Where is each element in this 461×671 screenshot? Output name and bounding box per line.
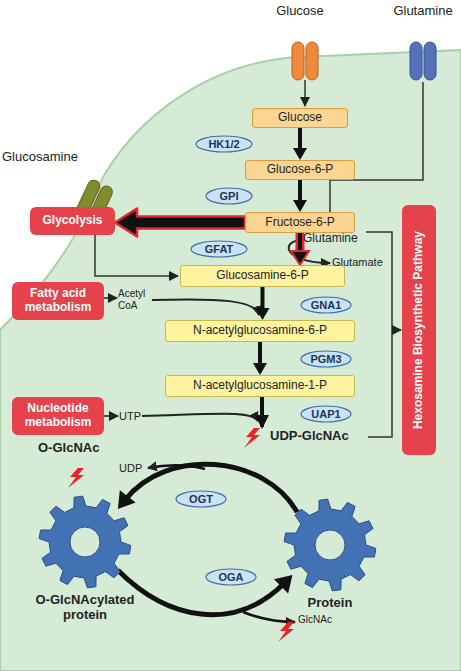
pathway-box: Hexosamine Biosynthetic Pathway bbox=[402, 205, 436, 455]
node-text: Fructose-6-P bbox=[265, 216, 334, 230]
arrow-head bbox=[293, 200, 307, 212]
node-text: OGA bbox=[218, 571, 243, 584]
node-text: N-acetylglucosamine-1-P bbox=[193, 379, 327, 393]
cycle-arrow bbox=[125, 464, 297, 512]
flow-arrow bbox=[256, 287, 270, 320]
flow-arrow bbox=[115, 209, 245, 237]
enzyme-ellipse: PGM3 bbox=[300, 350, 352, 368]
node-text: UAP1 bbox=[311, 408, 340, 421]
block-arrow bbox=[115, 209, 245, 237]
node-text: Glycolysis bbox=[42, 214, 102, 228]
input-arrow bbox=[104, 297, 117, 299]
node-text: GNA1 bbox=[311, 299, 342, 312]
flow-arrow bbox=[118, 464, 297, 512]
metabolite-box: Fructose-6-P bbox=[245, 212, 355, 233]
flow-arrow bbox=[253, 342, 267, 375]
gear-outline bbox=[38, 495, 132, 589]
text-label: Glutamate bbox=[332, 256, 390, 269]
arrow-shaft bbox=[258, 342, 262, 367]
text-label: Glutamine bbox=[385, 4, 461, 19]
metabolite-box: N-acetylglucosamine-6-P bbox=[165, 320, 355, 342]
text-label: UDP-GlcNAc bbox=[270, 429, 370, 444]
flow-arrow bbox=[293, 128, 307, 160]
glucose-transporter bbox=[306, 42, 318, 80]
protein-gear: O-GlcNAcylated protein bbox=[38, 495, 132, 589]
pathway-box: Fatty acid metabolism bbox=[12, 282, 104, 320]
text-label: UTP bbox=[119, 410, 149, 423]
text-label: GlcNAc bbox=[298, 614, 358, 626]
protein-gear: Protein bbox=[283, 498, 377, 592]
flow-arrow bbox=[118, 570, 293, 615]
arrow-shaft bbox=[261, 287, 265, 312]
enzyme-ellipse: UAP1 bbox=[300, 405, 352, 423]
cosubstrate-arrow bbox=[152, 299, 259, 315]
uptake-line bbox=[304, 80, 306, 106]
enzyme-ellipse: GFAT bbox=[190, 240, 248, 258]
glutamine-transporter bbox=[410, 42, 422, 80]
byproduct-arrow bbox=[243, 612, 295, 622]
pathway-box: Glycolysis bbox=[30, 207, 115, 235]
node-text: HK1/2 bbox=[208, 138, 239, 151]
node-text: PGM3 bbox=[310, 353, 341, 366]
node-text: Glucosamine-6-P bbox=[216, 269, 309, 283]
enzyme-ellipse: OGT bbox=[175, 490, 227, 508]
metabolite-box: Glucosamine-6-P bbox=[180, 265, 345, 287]
pathway-bracket bbox=[392, 329, 401, 331]
metabolite-box: Glucose-6-P bbox=[245, 160, 355, 180]
gear-outline bbox=[283, 498, 377, 592]
arrow-head bbox=[291, 251, 309, 265]
node-text: Glucose bbox=[278, 111, 322, 125]
cosubstrate-arrow bbox=[142, 414, 258, 421]
arrow-head bbox=[256, 308, 270, 320]
text-label: O-GlcNAc bbox=[38, 441, 128, 456]
lightning-bolt bbox=[278, 622, 294, 642]
node-text: OGT bbox=[189, 493, 213, 506]
node-text: Fatty acid metabolism bbox=[12, 287, 104, 315]
arrow-head bbox=[118, 490, 136, 509]
pathway-arrow bbox=[260, 397, 264, 427]
glutamine-transporter bbox=[424, 42, 436, 80]
glucose-transporter bbox=[292, 42, 304, 80]
node-text: Nucleotide metabolism bbox=[12, 402, 104, 430]
text-label: Glucose bbox=[262, 4, 338, 19]
arrow-head bbox=[274, 575, 292, 593]
text-label: Acetyl CoA bbox=[118, 288, 160, 311]
enzyme-ellipse: GPI bbox=[205, 187, 253, 205]
cycle-arrow bbox=[118, 570, 285, 615]
cell-membrane bbox=[0, 50, 461, 671]
pathway-box: Nucleotide metabolism bbox=[12, 397, 104, 435]
node-text: O-GlcNAcylated protein bbox=[20, 593, 150, 623]
enzyme-ellipse: HK1/2 bbox=[195, 135, 253, 153]
enzyme-ellipse: GNA1 bbox=[300, 296, 352, 314]
flow-arrow bbox=[293, 180, 307, 212]
node-text: N-acetylglucosamine-6-P bbox=[193, 324, 327, 338]
text-label: UDP bbox=[119, 462, 149, 475]
text-label: Glucosamine bbox=[2, 150, 92, 165]
arrow-head bbox=[253, 363, 267, 375]
node-text: Hexosamine Biosynthetic Pathway bbox=[412, 231, 426, 429]
metabolite-box: Glucose bbox=[252, 108, 348, 128]
lightning-bolt bbox=[244, 428, 260, 448]
enzyme-ellipse: OGA bbox=[205, 568, 257, 586]
lightning-bolt bbox=[68, 468, 84, 488]
node-text: GFAT bbox=[205, 243, 234, 256]
node-text: Glucose-6-P bbox=[267, 163, 334, 177]
node-text: Protein bbox=[265, 596, 395, 611]
input-arrow bbox=[104, 415, 118, 417]
arrow-head bbox=[293, 148, 307, 160]
metabolite-box: N-acetylglucosamine-1-P bbox=[165, 375, 355, 397]
text-label: Glutamine bbox=[303, 232, 365, 246]
node-text: GPI bbox=[220, 190, 239, 203]
